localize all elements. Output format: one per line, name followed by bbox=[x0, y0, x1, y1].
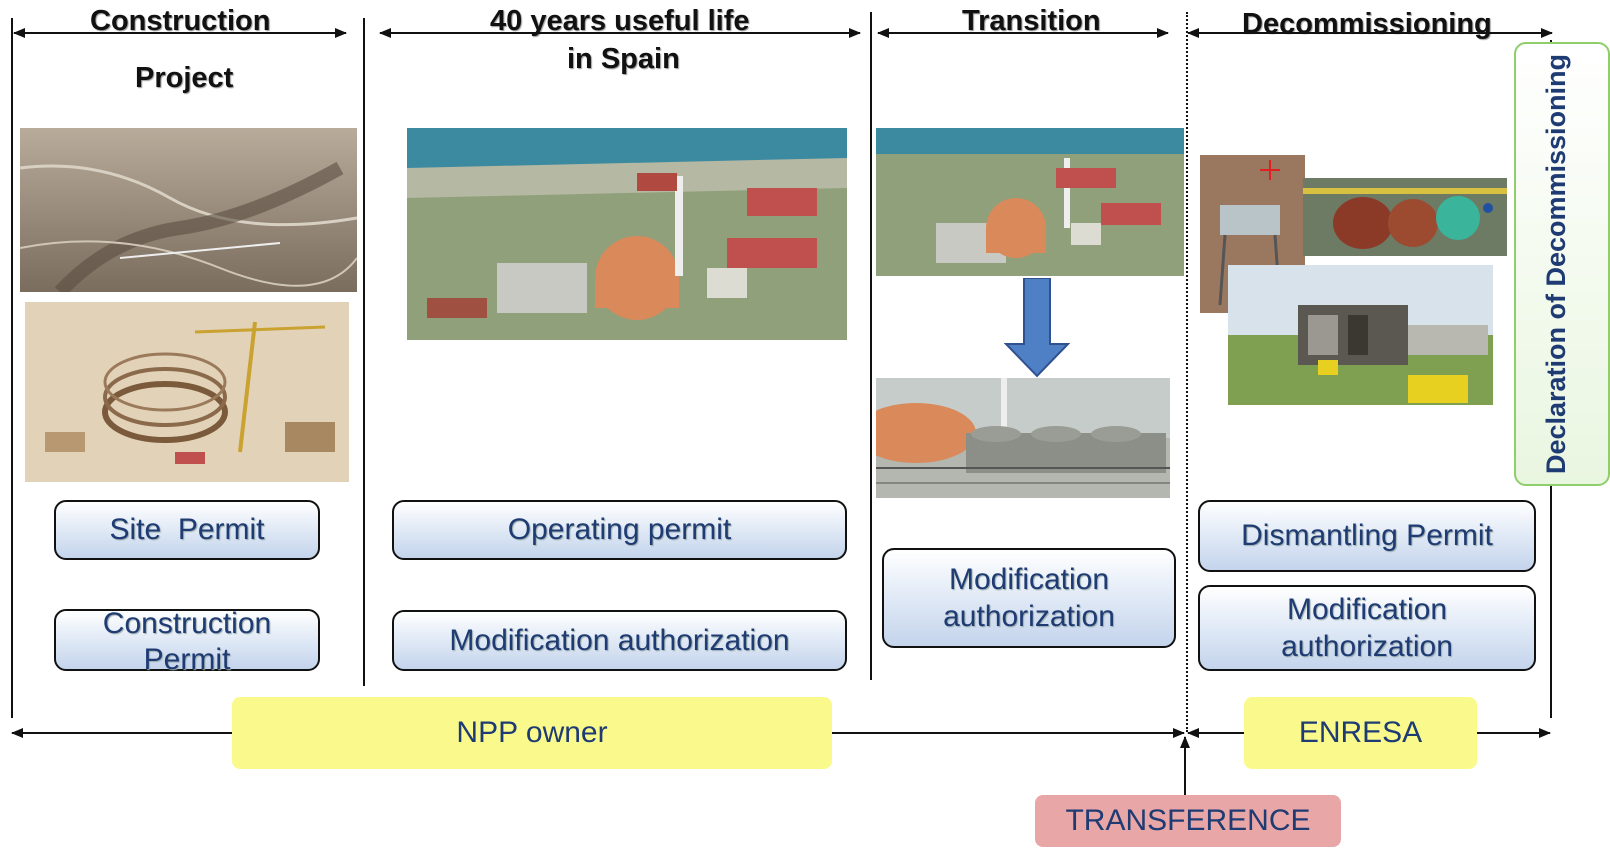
modification-authorization-operation-label: Modification authorization bbox=[449, 623, 790, 657]
photo-nuclear-plant-transition bbox=[876, 128, 1184, 276]
enresa-label: ENRESA bbox=[1298, 716, 1423, 749]
construction-permit-line1: Construction bbox=[102, 607, 272, 640]
down-arrow-icon bbox=[1004, 278, 1070, 378]
modification-authorization-decommissioning-box: Modification authorization bbox=[1198, 585, 1536, 671]
separator-operation-transition bbox=[870, 12, 872, 680]
declaration-of-decommissioning-label: Declaration of Decommissioning bbox=[1541, 53, 1571, 475]
phase-subtitle-project: Project bbox=[135, 62, 234, 94]
photo-turbine-hall bbox=[1303, 178, 1507, 256]
separator-left-edge bbox=[11, 18, 13, 718]
site-permit-box: Site Permit bbox=[54, 500, 320, 560]
construction-permit-line2: Permit bbox=[143, 643, 231, 676]
separator-transition-decommissioning bbox=[1186, 12, 1188, 732]
photo-spent-fuel-storage bbox=[876, 378, 1170, 498]
modification-authorization-decommissioning-line2: authorization bbox=[1281, 630, 1453, 663]
modification-authorization-decommissioning-line1: Modification bbox=[1286, 592, 1448, 626]
phase-title-useful-life-line2: in Spain bbox=[567, 43, 680, 75]
modification-authorization-transition-line1: Modification bbox=[948, 562, 1110, 596]
enresa-box: ENRESA bbox=[1244, 697, 1477, 769]
site-permit-label: Site Permit bbox=[109, 513, 265, 547]
modification-authorization-operation-box: Modification authorization bbox=[392, 610, 847, 671]
transference-box: TRANSFERENCE bbox=[1035, 795, 1341, 847]
operating-permit-label: Operating permit bbox=[507, 513, 732, 547]
separator-construction-operation bbox=[363, 18, 365, 686]
photo-construction-site-aerial bbox=[20, 128, 357, 292]
operating-permit-box: Operating permit bbox=[392, 500, 847, 560]
construction-permit-box: Construction Permit bbox=[54, 607, 320, 676]
modification-authorization-transition-box: Modification authorization bbox=[882, 548, 1176, 648]
photo-nuclear-plant-operating bbox=[407, 128, 847, 340]
photo-building-demolition bbox=[1228, 265, 1493, 405]
transference-label: TRANSFERENCE bbox=[1065, 804, 1311, 837]
dismantling-permit-box: Dismantling Permit bbox=[1198, 500, 1536, 572]
declaration-of-decommissioning-box bbox=[1514, 42, 1610, 486]
modification-authorization-transition-line2: authorization bbox=[943, 600, 1115, 633]
dismantling-permit-label: Dismantling Permit bbox=[1241, 519, 1493, 553]
npp-owner-box: NPP owner bbox=[232, 697, 832, 769]
npp-owner-label: NPP owner bbox=[456, 716, 608, 749]
photo-construction-containment bbox=[25, 302, 349, 482]
